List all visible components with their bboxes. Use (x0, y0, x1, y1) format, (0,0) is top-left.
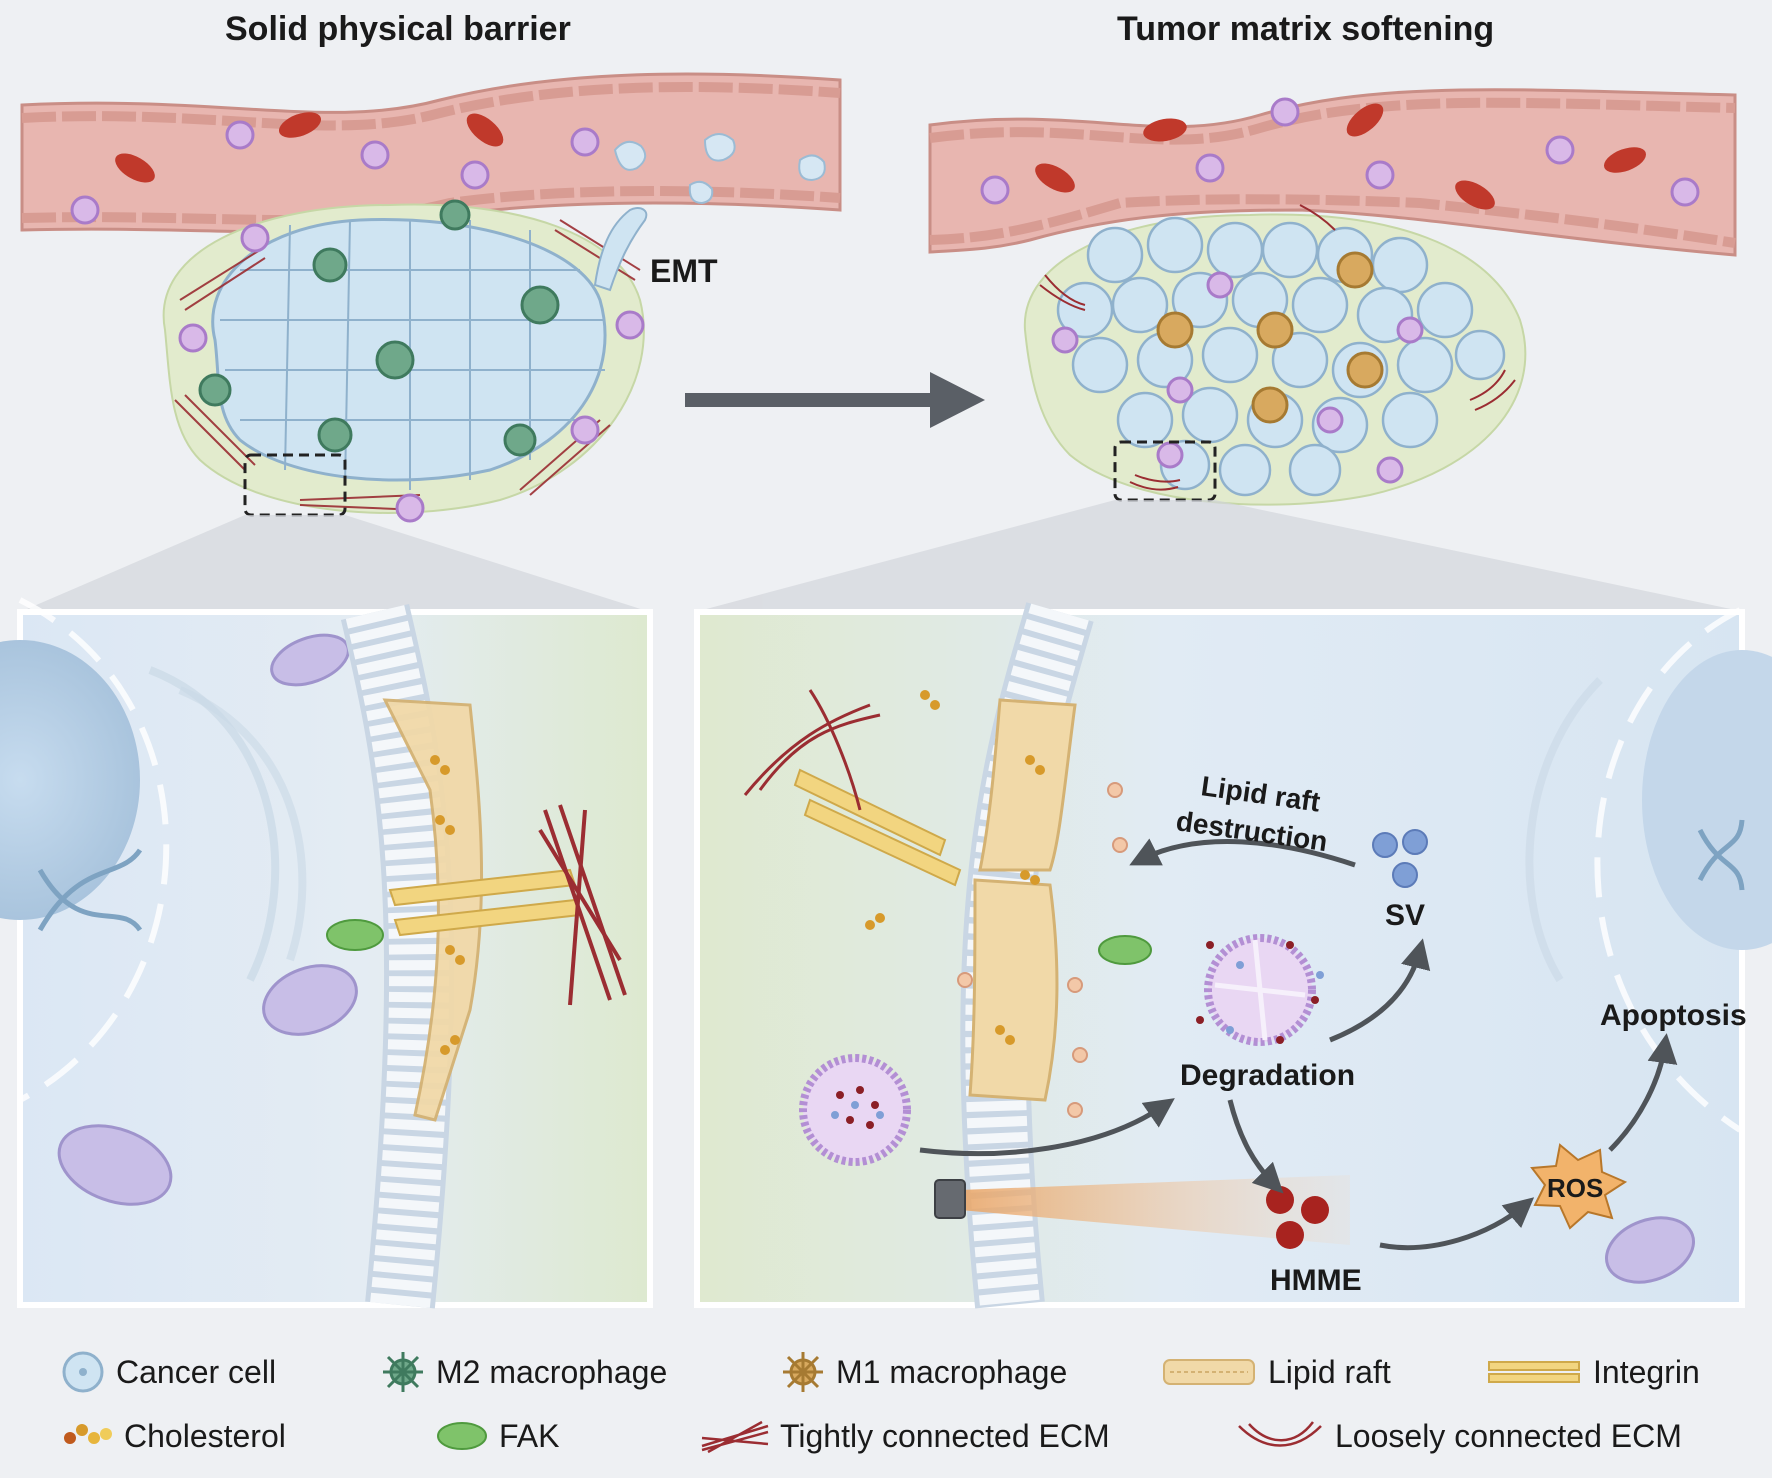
label-degradation: Degradation (1180, 1059, 1355, 1092)
legend-label-m2-macrophage: M2 macrophage (436, 1353, 668, 1390)
integrin-icon (1488, 1361, 1580, 1383)
panel-solid-barrier-detail (0, 597, 653, 1309)
fak-icon (437, 1422, 487, 1450)
label-ros: ROS (1547, 1173, 1603, 1203)
legend-label-cholesterol: Cholesterol (124, 1417, 286, 1454)
ros-star (1530, 1143, 1628, 1230)
nanoparticle-degrading (1196, 934, 1324, 1046)
legend-cancer-cell: Cancer cell (60, 1342, 276, 1402)
label-apoptosis: Apoptosis (1600, 999, 1747, 1032)
zoom-wedges (20, 500, 1745, 612)
lipid-raft-icon (1163, 1359, 1255, 1385)
m2-macrophages (198, 199, 560, 457)
diagram-canvas: EMT (0, 72, 1772, 1309)
cell-membrane-left (340, 603, 455, 1309)
m1-macrophage-icon (783, 1352, 823, 1392)
red-blood-cells-right (1035, 103, 1647, 210)
legend-label-integrin: Integrin (1593, 1353, 1700, 1390)
blood-vessel-right (928, 88, 1737, 257)
legend-label-loose-ecm: Loosely connected ECM (1335, 1417, 1682, 1454)
panel-matrix-softening-detail (694, 602, 1772, 1309)
legend-label-cancer-cell: Cancer cell (116, 1353, 277, 1390)
tumor-right (1023, 204, 1527, 506)
label-emt: EMT (650, 253, 718, 289)
legend-label-lipid-raft: Lipid raft (1268, 1353, 1391, 1390)
label-sv: SV (1385, 899, 1425, 932)
cholesterol-left (430, 755, 465, 1055)
m2-macrophage-icon (383, 1352, 423, 1392)
tumor-left (162, 199, 648, 523)
legend-fak: FAK (435, 1406, 559, 1466)
fak-right (1098, 935, 1152, 965)
nanoparticle-intact (799, 1054, 911, 1166)
red-blood-cells-left (115, 112, 504, 183)
legend-label-m1-macrophage: M1 macrophage (836, 1353, 1068, 1390)
ctc-cells-left (613, 133, 826, 205)
dna-icon (37, 848, 143, 932)
cancer-cell-icon (62, 1351, 104, 1393)
legend-loose-ecm: Loosely connected ECM (1235, 1406, 1682, 1466)
legend-tight-ecm: Tightly connected ECM (700, 1406, 1110, 1466)
legend-label-tight-ecm: Tightly connected ECM (780, 1417, 1110, 1454)
transition-arrow (685, 372, 985, 428)
legend-integrin: Integrin (1485, 1342, 1700, 1402)
loose-ecm-icon (1238, 1421, 1322, 1447)
sv-spheres (1372, 829, 1428, 888)
fak-left (326, 919, 384, 951)
lipid-raft-left (382, 698, 484, 1122)
title-solid-physical-barrier: Solid physical barrier (225, 10, 571, 48)
cholesterol-icon (64, 1424, 112, 1444)
integrin-left (388, 868, 582, 937)
legend-row-1: Cancer cell M2 macrophage M1 macrophage … (0, 1342, 1772, 1402)
immune-cells-right (980, 97, 1700, 207)
m1-macrophages (1156, 251, 1384, 424)
legend-m2-macrophage: M2 macrophage (380, 1342, 667, 1402)
label-hmme: HMME (1270, 1264, 1362, 1297)
title-tumor-matrix-softening: Tumor matrix softening (1117, 10, 1495, 48)
legend-lipid-raft: Lipid raft (1160, 1342, 1391, 1402)
legend-label-fak: FAK (499, 1417, 560, 1454)
legend-cholesterol: Cholesterol (60, 1406, 286, 1466)
legend-m1-macrophage: M1 macrophage (780, 1342, 1067, 1402)
ecm-tight-panel (538, 804, 627, 1006)
immune-cells-left (70, 120, 600, 225)
tight-ecm-icon (701, 1420, 769, 1454)
mitochondria (57, 633, 358, 1206)
legend-row-2: Cholesterol FAK Tightly connected ECM Lo… (0, 1406, 1772, 1466)
